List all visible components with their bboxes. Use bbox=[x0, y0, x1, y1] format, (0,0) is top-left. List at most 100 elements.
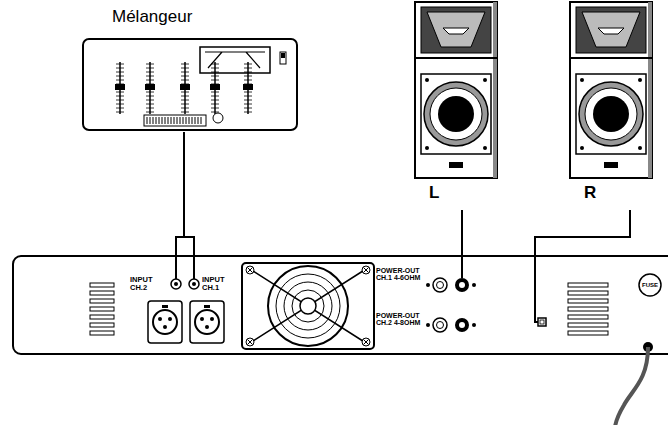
output-label: POWER-OUT CH.2 4-8OHM bbox=[376, 312, 422, 327]
cabinet-side bbox=[493, 2, 497, 178]
xlr-ring bbox=[195, 310, 219, 334]
terminal-red bbox=[433, 278, 447, 292]
fan-screw-slot bbox=[364, 268, 369, 273]
screw bbox=[638, 146, 642, 150]
xlr-socket bbox=[190, 301, 224, 343]
horn bbox=[427, 12, 485, 47]
cabinet bbox=[570, 2, 652, 178]
jack-center bbox=[192, 282, 196, 286]
fuse-holder bbox=[639, 274, 661, 296]
xlr-ring bbox=[153, 310, 177, 334]
output-label: POWER-OUT CH.1 4-6OHM bbox=[376, 267, 422, 282]
terminal-black-core bbox=[459, 282, 465, 288]
mixer-drawing bbox=[83, 39, 297, 130]
fan-hub bbox=[300, 298, 316, 314]
vent-slot bbox=[90, 283, 114, 287]
woofer-surround bbox=[579, 82, 643, 146]
terminal-black bbox=[455, 318, 469, 332]
screw bbox=[483, 146, 487, 150]
terminal-dot bbox=[426, 323, 430, 327]
input-label: INPUT CH.1 bbox=[202, 276, 232, 292]
fan-screw bbox=[362, 266, 370, 274]
vent-slot bbox=[568, 291, 608, 295]
terminal-dot bbox=[426, 283, 430, 287]
screw bbox=[483, 78, 487, 82]
fan-guard bbox=[268, 266, 348, 346]
terminal-black-core bbox=[459, 322, 465, 328]
woofer-frame bbox=[421, 74, 491, 154]
cable bbox=[461, 210, 463, 255]
switch bbox=[280, 52, 286, 64]
xlr-pin bbox=[210, 317, 214, 321]
screw bbox=[580, 146, 584, 150]
mixer-body bbox=[83, 39, 297, 130]
woofer-cap bbox=[438, 96, 474, 132]
vent-slot bbox=[568, 283, 608, 287]
xlr-latch bbox=[162, 305, 168, 308]
speaker-drawing bbox=[415, 2, 497, 178]
panel bbox=[13, 256, 668, 354]
woofer-cone bbox=[430, 88, 482, 140]
horn-throat bbox=[598, 28, 624, 34]
mixer: Mélangeur bbox=[82, 8, 300, 132]
fan-screw-slot bbox=[364, 340, 369, 345]
xlr-pin bbox=[168, 317, 172, 321]
speaker-art bbox=[413, 0, 510, 210]
knob bbox=[213, 113, 223, 123]
fan-screw bbox=[362, 338, 370, 346]
fuse-label: FUSE bbox=[639, 282, 661, 288]
xlr-latch bbox=[204, 305, 210, 308]
fan-ring bbox=[284, 282, 332, 330]
screw bbox=[580, 78, 584, 82]
cabinet-side bbox=[648, 2, 652, 178]
woofer-frame bbox=[576, 74, 646, 154]
jack-center bbox=[174, 282, 178, 286]
vent-slot bbox=[90, 315, 114, 319]
terminal-red-core bbox=[437, 282, 444, 289]
speaker-drawing bbox=[570, 2, 652, 178]
cabinet bbox=[415, 2, 497, 178]
xlr-socket bbox=[148, 301, 182, 343]
woofer-cone bbox=[585, 88, 637, 140]
switch-lever bbox=[281, 53, 285, 58]
vent-slot bbox=[90, 323, 114, 327]
vent-slot bbox=[90, 331, 114, 335]
fan-grill bbox=[250, 269, 366, 343]
terminal-red-core bbox=[437, 322, 444, 329]
fan-screw bbox=[246, 266, 254, 274]
vent-slot bbox=[568, 323, 608, 327]
mixer-art bbox=[82, 8, 300, 132]
terminal-dot bbox=[472, 323, 476, 327]
screw bbox=[425, 146, 429, 150]
xlr-pin bbox=[200, 317, 204, 321]
input-jack bbox=[189, 279, 199, 289]
amplifier-panel-art bbox=[12, 255, 668, 355]
fader bbox=[115, 62, 125, 114]
horn-frame bbox=[576, 7, 646, 53]
cable bbox=[535, 210, 630, 255]
xlr-pin bbox=[163, 325, 167, 329]
speaker: R bbox=[568, 0, 665, 210]
vent-slot bbox=[568, 307, 608, 311]
terminal-black bbox=[455, 278, 469, 292]
terminal-dot bbox=[472, 283, 476, 287]
cable bbox=[176, 132, 184, 255]
wire-terminal-core bbox=[540, 320, 544, 324]
woofer-surround bbox=[424, 82, 488, 146]
cable-branch bbox=[176, 237, 194, 279]
meter-needles bbox=[205, 52, 265, 68]
amplifier-drawing bbox=[13, 237, 668, 425]
divider bbox=[570, 57, 652, 59]
vent-slot bbox=[568, 299, 608, 303]
horn-throat bbox=[443, 28, 469, 34]
screw bbox=[425, 78, 429, 82]
xlr-pin bbox=[205, 325, 209, 329]
speaker-wire bbox=[535, 255, 538, 322]
speaker-wire bbox=[461, 255, 463, 278]
input-jack bbox=[171, 279, 181, 289]
fan-ring bbox=[276, 274, 340, 338]
vu-meter bbox=[200, 47, 270, 73]
channel-letter: L bbox=[429, 184, 439, 202]
fan-ring bbox=[292, 290, 324, 322]
wire-terminal bbox=[538, 318, 546, 326]
